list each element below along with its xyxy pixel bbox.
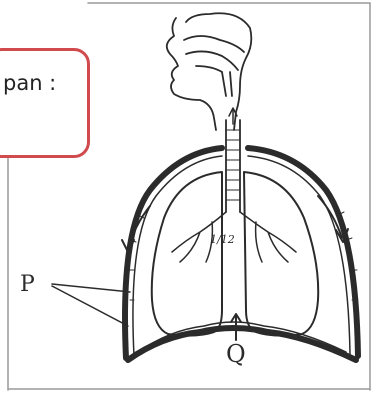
bronchi-annotation: 1/12: [210, 233, 235, 246]
head-profile: [167, 13, 252, 130]
p-leader-lines: [52, 284, 130, 326]
label-p: P: [20, 272, 35, 297]
label-q: Q: [226, 340, 246, 368]
left-lung: [152, 172, 226, 336]
annotation-callout: pan :: [0, 48, 90, 158]
right-lung: [240, 172, 318, 336]
trachea: [226, 108, 240, 212]
callout-text: pan :: [3, 71, 56, 95]
